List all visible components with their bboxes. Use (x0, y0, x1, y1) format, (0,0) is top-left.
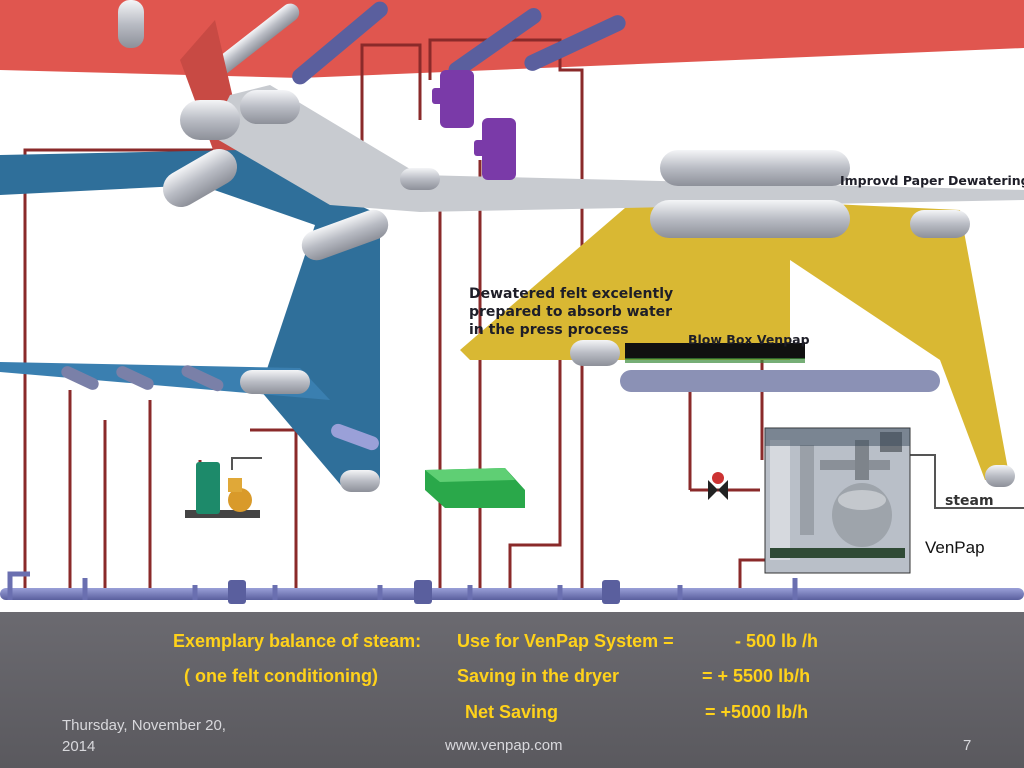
label-felt-line-2: prepared to absorb water (469, 304, 673, 320)
pump-unit (185, 457, 262, 518)
paper-machine-illustration (0, 0, 1024, 604)
press-section-diagram: Improvd Paper Dewatering Dewatered felt … (0, 0, 1024, 604)
ceiling-rolls (118, 0, 626, 85)
felt-conditioning-label: ( one felt conditioning) (184, 666, 378, 686)
saving-label: Saving in the dryer (457, 666, 620, 686)
vacuum-boxes (61, 365, 224, 392)
steam-line (905, 454, 1024, 509)
label-venpap: VenPap (925, 538, 985, 557)
blue-felt (0, 150, 380, 490)
control-valve (708, 472, 728, 500)
label-blow-box: Blow Box Venpap (688, 332, 810, 347)
website-link[interactable]: www.venpap.com (445, 737, 563, 754)
venpap-unit-photo (764, 427, 911, 574)
use-value: - 500 lb /h (735, 631, 819, 651)
steam-header (0, 571, 1024, 604)
paper-web (210, 85, 1024, 212)
label-steam: steam (945, 493, 994, 509)
green-drip-tray (425, 468, 525, 508)
saving-value: = + 5500 lb/h (702, 666, 811, 686)
net-saving-label: Net Saving (465, 702, 559, 722)
label-felt-line-1: Dewatered felt excelently (469, 286, 674, 302)
label-dewatering: Improvd Paper Dewatering (840, 173, 1024, 188)
use-label: Use for VenPap System = (457, 631, 674, 651)
balance-label: Exemplary balance of steam: (173, 631, 422, 651)
net-saving-value: = +5000 lb/h (705, 702, 809, 722)
footer-bar: Exemplary balance of steam: Use for VenP… (0, 612, 1024, 768)
date-text: Thursday, November 20, 2014 (62, 717, 226, 755)
page-number: 7 (963, 737, 972, 754)
steam-traps (432, 70, 516, 180)
yellow-felt (460, 195, 1010, 480)
label-felt-line-3: in the press process (469, 322, 629, 338)
press-rolls (162, 90, 1015, 492)
blow-box (625, 343, 805, 359)
